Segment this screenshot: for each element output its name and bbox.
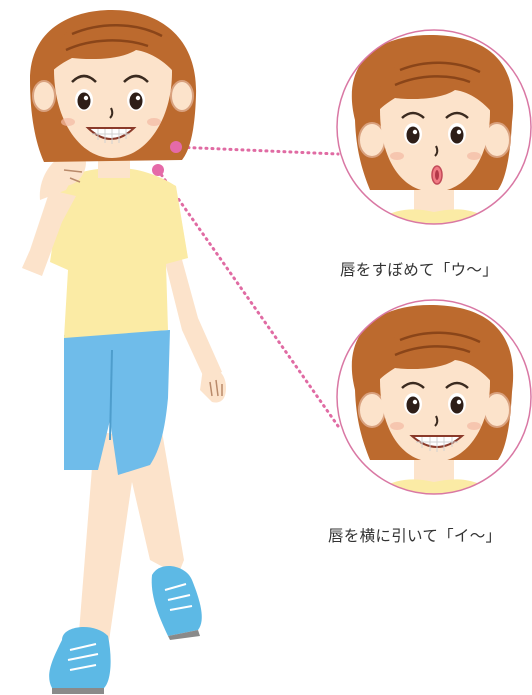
marker-dot-2 — [152, 164, 164, 176]
marker-dot-1 — [170, 141, 182, 153]
face-circle-stretch — [336, 299, 532, 495]
connector-line-2 — [156, 168, 340, 428]
caption-stretch-lips: 唇を横に引いて「イ～」 — [328, 527, 502, 545]
connector-line-1 — [174, 145, 340, 156]
walking-woman — [22, 10, 226, 694]
face-circle-pucker — [336, 29, 532, 225]
caption-pucker-lips: 唇をすぼめて「ウ～」 — [340, 261, 499, 279]
